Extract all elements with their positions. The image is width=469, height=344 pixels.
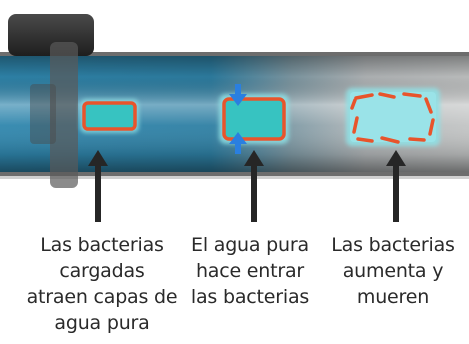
- caption-charged-bacteria: Las bacterias cargadas atraen capas de a…: [26, 234, 178, 334]
- caption-bacteria-dying: Las bacterias aumenta y mueren: [331, 234, 455, 308]
- pipe: [0, 52, 469, 179]
- pipe-clamp: [8, 14, 94, 188]
- caption-water-entering: El agua pura hace entrar las bacterias: [190, 234, 310, 308]
- pointer-arrow-2: [244, 150, 264, 222]
- bursting-bacterium: [346, 88, 440, 146]
- charged-bacterium: [80, 99, 139, 133]
- water-entering-bacterium: [219, 94, 289, 144]
- water-inflow-arrow-down: [229, 84, 247, 106]
- pointer-arrow-3: [386, 150, 406, 222]
- water-inflow-arrow-up: [229, 132, 247, 154]
- pointer-arrow-1: [88, 150, 108, 222]
